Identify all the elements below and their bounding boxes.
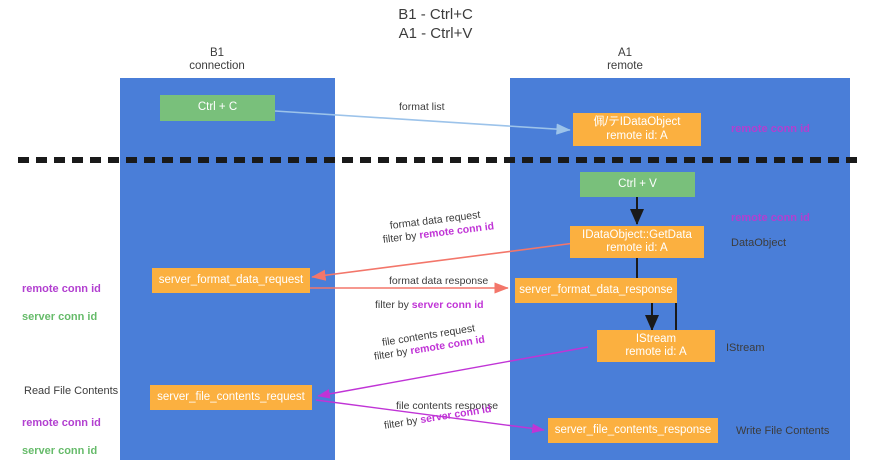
arrow-label-file-contents-response: file contents response — [396, 400, 499, 412]
arrow-label-format-list: format list — [399, 101, 445, 113]
label-left-ids-bottom: remote conn id server conn id — [22, 402, 101, 458]
label-left-ids-mid: remote conn id server conn id — [22, 268, 101, 324]
column-header-a1: A1 remote — [607, 47, 643, 72]
label-server-conn-id-left-bottom: server conn id — [22, 445, 98, 457]
box-server-file-contents-request[interactable]: server_file_contents_request — [150, 385, 312, 410]
label-read-file-contents: Read File Contents — [24, 385, 119, 397]
box-idataobject-getdata[interactable]: IDataObject::GetData remote id: A — [570, 226, 704, 258]
label-write-file-contents: Write File Contents — [736, 425, 830, 437]
box-ctrl-v[interactable]: Ctrl + V — [580, 172, 695, 197]
label-dataobject: DataObject — [731, 237, 787, 249]
label-remote-conn-id-top: remote conn id — [731, 123, 810, 135]
diagram-title: B1 - Ctrl+C A1 - Ctrl+V — [398, 6, 473, 42]
box-ctrl-c[interactable]: Ctrl + C — [160, 95, 275, 121]
filter-prefix-3: filter by — [373, 345, 412, 363]
arrow-label-format-data-response: format data response — [389, 275, 489, 287]
filter-prefix-1: filter by — [382, 229, 421, 246]
label-remote-conn-id-left-mid: remote conn id — [22, 283, 101, 295]
filter-prefix-2: filter by — [375, 299, 412, 311]
filter-highlight-server-1: server conn id — [411, 299, 484, 311]
column-header-b1: B1 connection — [189, 47, 245, 72]
box-istream[interactable]: IStream remote id: A — [597, 330, 715, 362]
box-idataobject-remote[interactable]: 佩/テIDataObject remote id: A — [573, 113, 701, 146]
label-istream: IStream — [726, 342, 765, 354]
label-server-conn-id-left-mid: server conn id — [22, 311, 98, 323]
label-remote-conn-id-mid: remote conn id — [731, 212, 810, 224]
box-server-format-data-response[interactable]: server_format_data_response — [515, 278, 677, 303]
label-remote-conn-id-left-bottom: remote conn id — [22, 417, 101, 429]
box-server-format-data-request[interactable]: server_format_data_request — [152, 268, 310, 293]
arrow-label-filter-server-1: filter by server conn id — [375, 298, 484, 312]
filter-prefix-4: filter by — [383, 414, 422, 432]
box-server-file-contents-response[interactable]: server_file_contents_response — [548, 418, 718, 443]
